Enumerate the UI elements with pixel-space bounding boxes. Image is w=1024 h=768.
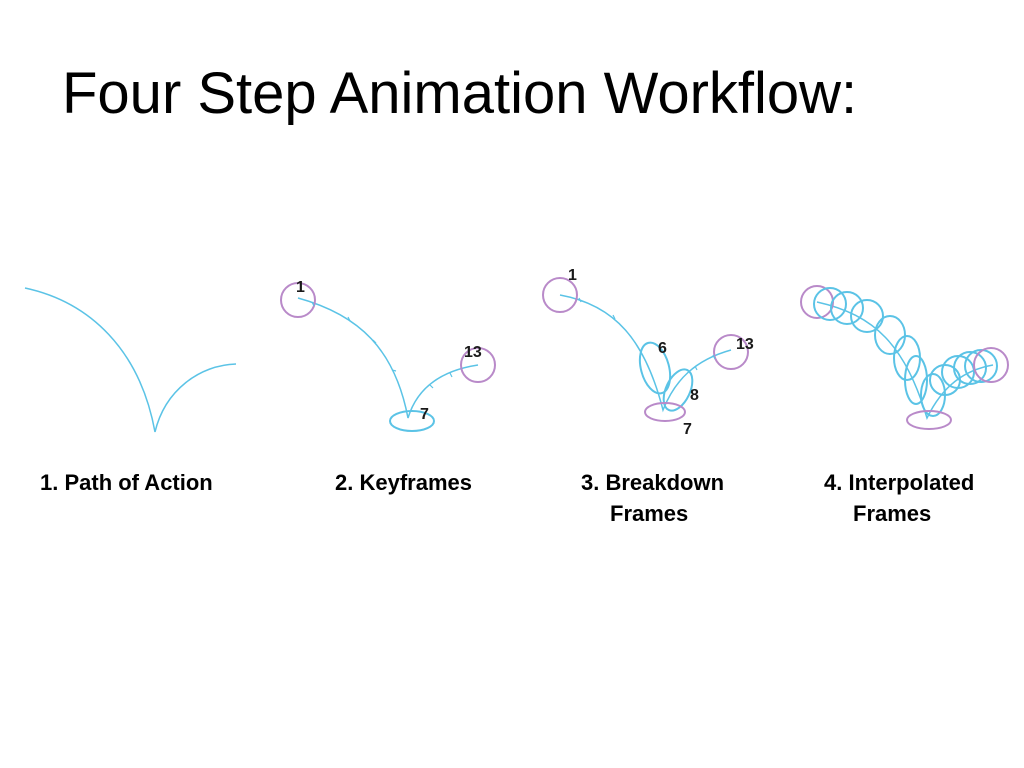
frame-number-13: 13 <box>464 344 482 361</box>
keyframes-path <box>297 297 479 419</box>
frame-number-8: 8 <box>690 387 699 404</box>
frame-number-1: 1 <box>568 267 577 284</box>
frame-number-1: 1 <box>296 279 305 296</box>
keyframe-end-ring <box>460 347 496 383</box>
interpolated-frames-diagram <box>800 285 1009 430</box>
action-arc <box>24 287 237 433</box>
frame-number-13: 13 <box>736 336 754 353</box>
breakdown-end-ring <box>713 334 749 370</box>
breakdown-frames-diagram: 1 6 7 8 13 <box>542 267 754 438</box>
frame-number-7: 7 <box>420 406 429 423</box>
frame-number-7: 7 <box>683 421 692 438</box>
path-of-action-diagram <box>24 287 237 433</box>
step-3-caption: 3. Breakdown Frames <box>581 470 725 526</box>
breakdown-contact-ring <box>644 402 686 422</box>
breakdown-frame-6-ring <box>638 341 672 395</box>
step-2-caption: 2. Keyframes <box>335 470 472 495</box>
interpolated-rings <box>800 285 1009 430</box>
keyframes-diagram: 1 7 13 <box>280 279 496 432</box>
spacing-ticks <box>578 297 716 371</box>
keyframe-contact-ring <box>389 410 435 432</box>
breakdown-path <box>559 294 732 413</box>
frame-number-6: 6 <box>658 340 667 357</box>
step-1-caption: 1. Path of Action <box>40 470 213 495</box>
spacing-ticks <box>311 301 453 389</box>
step-4-caption: 4. Interpolated Frames <box>824 470 975 526</box>
breakdown-frame-8-ring <box>662 368 694 412</box>
breakdown-start-ring <box>542 277 578 313</box>
keyframe-start-ring <box>280 282 316 318</box>
slide-title: Four Step Animation Workflow: <box>62 61 858 126</box>
